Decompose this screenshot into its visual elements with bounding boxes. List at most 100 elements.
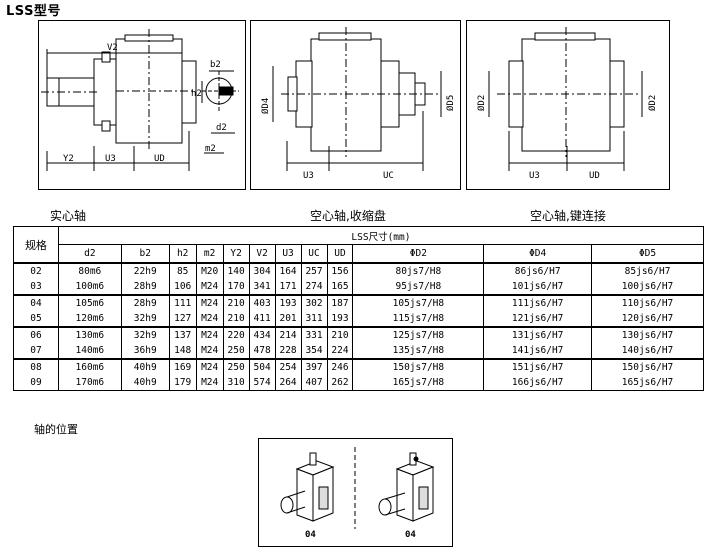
table-cell: M24 [195, 358, 224, 375]
table-cell: 125js7/H8 [352, 326, 485, 343]
label-y2: Y2 [63, 154, 74, 164]
drawing-solid-shaft: V2 b2 h2 d2 m2 Y2 U3 UD [38, 20, 246, 190]
column-header: ΦD4 [483, 244, 593, 264]
table-cell: 311 [300, 311, 328, 327]
spec-cell: 08 [13, 358, 59, 375]
table-cell: 257 [300, 262, 328, 279]
table-cell: 86js6/H7 [483, 262, 593, 279]
table-cell: 100m6 [57, 279, 122, 295]
label-d2: d2 [216, 123, 227, 133]
column-header: Y2 [222, 244, 250, 264]
table-cell: 140js6/H7 [591, 343, 704, 359]
table-cell: 121js6/H7 [483, 311, 593, 327]
table-cell: 130m6 [57, 326, 122, 343]
table-cell: 331 [300, 326, 328, 343]
label-ud-b: UD [589, 171, 600, 181]
gearbox-right-icon [378, 452, 435, 522]
table-cell: 210 [326, 326, 354, 343]
spec-cell: 02 [13, 262, 59, 279]
table-cell: M24 [195, 311, 224, 327]
table-cell: 193 [274, 294, 302, 311]
table-cell: M24 [195, 343, 224, 359]
table-cell: 254 [274, 358, 302, 375]
table-cell: 220 [222, 326, 250, 343]
position-label: 轴的位置 [34, 423, 78, 436]
position-left-code: 04 [305, 530, 316, 540]
table-cell: 169 [168, 358, 197, 375]
table-cell: 224 [326, 343, 354, 359]
table-cell: 148 [168, 343, 197, 359]
spec-cell: 06 [13, 326, 59, 343]
table-cell: 165 [326, 279, 354, 295]
column-header: UC [300, 244, 328, 264]
table-cell: 40h9 [120, 358, 170, 375]
label-u3-b: U3 [303, 171, 314, 181]
table-cell: M24 [195, 294, 224, 311]
table-cell: 411 [248, 311, 276, 327]
table-cell: 264 [274, 375, 302, 391]
table-cell: 106 [168, 279, 197, 295]
table-cell: 115js7/H8 [352, 311, 485, 327]
label-m2: m2 [205, 144, 216, 154]
spec-cell: 05 [13, 311, 59, 327]
table-cell: 210 [222, 311, 250, 327]
table-cell: 150js7/H8 [352, 358, 485, 375]
table-cell: 164 [274, 262, 302, 279]
table-cell: 302 [300, 294, 328, 311]
spec-cell: 03 [13, 279, 59, 295]
table-cell: 434 [248, 326, 276, 343]
caption-hollow-shrink: 空心轴,收缩盘 [310, 209, 386, 223]
table-cell: 28h9 [120, 294, 170, 311]
spec-header: 规格 [13, 226, 59, 264]
label-ud: UD [154, 154, 165, 164]
table-cell: 201 [274, 311, 302, 327]
table-cell: 246 [326, 358, 354, 375]
table-cell: 160m6 [57, 358, 122, 375]
column-header: UD [326, 244, 354, 264]
label-d2-right: ØD2 [647, 95, 658, 111]
position-right-code: 04 [405, 530, 416, 540]
label-u3-c: U3 [529, 171, 540, 181]
table-cell: 120m6 [57, 311, 122, 327]
table-cell: 187 [326, 294, 354, 311]
table-cell: 32h9 [120, 311, 170, 327]
column-header: d2 [57, 244, 122, 264]
table-cell: 36h9 [120, 343, 170, 359]
table-cell: 28h9 [120, 279, 170, 295]
table-cell: M20 [195, 262, 224, 279]
table-cell: 262 [326, 375, 354, 391]
drawing-hollow-key: ØD2 ØD2 U3 UD [466, 20, 670, 190]
label-v2: V2 [107, 43, 118, 53]
table-cell: 127 [168, 311, 197, 327]
table-cell: 101js6/H7 [483, 279, 593, 295]
label-uc: UC [383, 171, 394, 181]
table-cell: 85js6/H7 [591, 262, 704, 279]
table-cell: 105m6 [57, 294, 122, 311]
column-header: U3 [274, 244, 302, 264]
table-cell: 111js6/H7 [483, 294, 593, 311]
caption-solid-shaft: 实心轴 [50, 209, 87, 223]
table-cell: 141js6/H7 [483, 343, 593, 359]
column-header: V2 [248, 244, 276, 264]
table-cell: M24 [195, 326, 224, 343]
gearbox-left-icon [280, 452, 335, 522]
table-cell: 140 [222, 262, 250, 279]
label-h2: h2 [191, 89, 202, 99]
table-cell: 407 [300, 375, 328, 391]
table-cell: 250 [222, 343, 250, 359]
label-d2-left: ØD2 [476, 95, 487, 111]
table-cell: 151js6/H7 [483, 358, 593, 375]
table-cell: 105js7/H8 [352, 294, 485, 311]
table-cell: 403 [248, 294, 276, 311]
table-cell: 210 [222, 294, 250, 311]
table-cell: 274 [300, 279, 328, 295]
table-cell: 135js7/H8 [352, 343, 485, 359]
table-cell: 165js7/H8 [352, 375, 485, 391]
table-cell: 111 [168, 294, 197, 311]
